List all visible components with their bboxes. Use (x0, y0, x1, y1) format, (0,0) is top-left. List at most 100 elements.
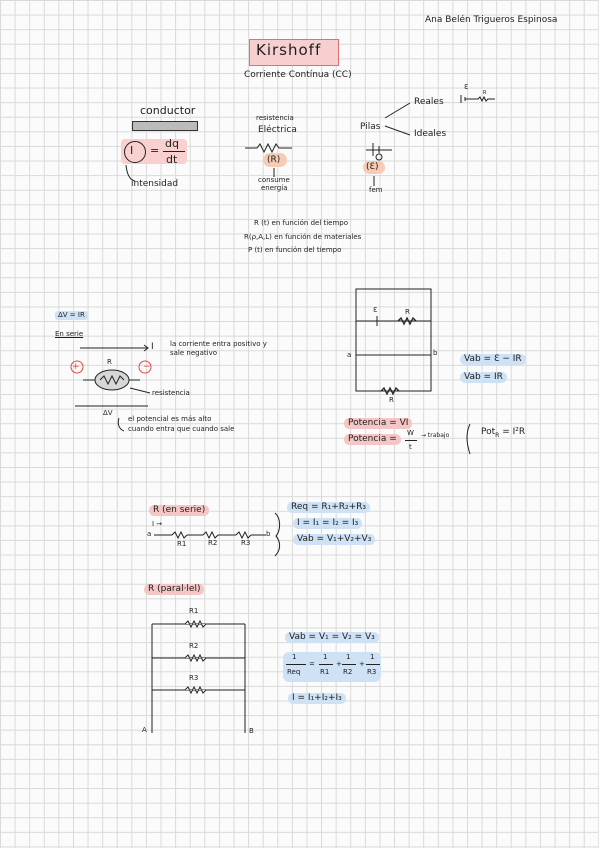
power-equation-2-lhs: Potencia = (344, 434, 401, 445)
intensity-arrow (126, 165, 135, 181)
consumes-label-1: consume (258, 176, 290, 184)
resistor-zigzag (100, 376, 124, 384)
parallel-t2-numerator: 1 (346, 653, 351, 661)
parallel-t1-numerator: 1 (323, 653, 328, 661)
series-r1-label: R1 (177, 540, 187, 548)
function-line-1: R (t) en función del tiempo (254, 219, 349, 227)
delta-v-label: ΔV (103, 409, 113, 417)
resistencia-label: resistencia (152, 389, 190, 397)
parallel-r3-zigzag (185, 687, 206, 693)
circuit-eps-label: Ɛ (373, 306, 378, 314)
ohm-law: ΔV = IR (55, 311, 88, 320)
series-equation-req: Req = R₁+R₂+R₃ (287, 502, 371, 513)
series-section-heading: R (en serie) (149, 505, 210, 516)
parallel-lhs-line (286, 664, 306, 665)
series-brace (275, 513, 280, 556)
power-fraction-line (405, 440, 417, 441)
battery-eps-label: Ɛ (464, 83, 469, 91)
parallel-lhs-numerator: 1 (292, 653, 297, 661)
parallel-t3-numerator: 1 (370, 653, 375, 661)
parallel-section-heading: R (paral·lel) (144, 584, 205, 595)
formula-equals: = (150, 144, 160, 157)
current-arrow-head (144, 345, 148, 351)
circuit-node-b: b (433, 349, 438, 357)
potential-note-1: el potencial es más alto (128, 415, 212, 423)
resistance-symbol: (R) (267, 155, 281, 165)
series-r2-label: R2 (208, 539, 218, 547)
real-batteries-label: Reales (414, 97, 444, 107)
parallel-t2-line (342, 664, 356, 665)
page-subtitle: Corriente Contínua (CC) (244, 70, 352, 80)
circuit-bottom-resistor (381, 388, 399, 394)
consumes-label-2: energía (261, 184, 288, 192)
current-note-2: sale negativo (170, 349, 218, 357)
plus-circle (71, 361, 83, 373)
parallel-r1-label: R1 (189, 607, 199, 615)
current-circle (124, 141, 146, 163)
battery-r-label: R (483, 90, 487, 96)
circuit-r-top-label: R (405, 308, 410, 316)
power-work-numerator: W (407, 429, 414, 437)
series-node-a: a (147, 530, 152, 538)
reales-arrow (385, 103, 410, 118)
work-note: → trabajo (421, 432, 450, 439)
series-heading: En serie (55, 330, 84, 338)
formula-denominator: dt (166, 153, 178, 166)
ideales-arrow (385, 126, 410, 135)
parallel-plus-1: + (336, 660, 342, 668)
series-r2 (203, 532, 218, 538)
circuit-frame (356, 289, 431, 391)
parallel-r1-zigzag (185, 621, 206, 627)
conductor-bar (132, 121, 198, 131)
resistance-zigzag (245, 144, 292, 152)
function-line-3: P (t) en función del tiempo (248, 246, 342, 254)
series-equation-voltage: Vab = V₁+V₂+V₃ (293, 534, 376, 545)
plus-sign: + (72, 362, 80, 372)
minus-sign: − (143, 362, 151, 372)
parallel-r2-label: R2 (189, 642, 199, 650)
potential-arrow (118, 418, 124, 431)
formula-lhs: I (130, 144, 134, 157)
series-current-label: I → (152, 520, 163, 528)
formula-numerator: dq (165, 137, 179, 150)
intensity-label: intensidad (131, 179, 179, 189)
minus-circle (139, 361, 151, 373)
battery-terminal (376, 154, 382, 160)
power-time-denominator: t (409, 443, 412, 451)
parallel-t2-denominator: R2 (343, 668, 353, 676)
parallel-r3-label: R3 (189, 674, 199, 682)
resistor-r-label: R (107, 358, 112, 366)
emf-symbol: (Ɛ) (366, 162, 379, 172)
resistor-power-label: PotR = I²R (481, 427, 526, 439)
parallel-equation-voltage: Vab = V₁ = V₂ = V₃ (285, 632, 379, 643)
parallel-lhs-denominator: Req (287, 668, 301, 676)
series-r3-label: R3 (241, 539, 251, 547)
conductor-label: conductor (140, 104, 196, 117)
emf-highlight (363, 161, 385, 174)
resistencia-arrow (130, 388, 150, 393)
parallel-equals: = (309, 660, 315, 668)
circuit-top-resistor (398, 318, 416, 324)
parallel-node-a: A (142, 726, 147, 734)
fraction-line (163, 151, 185, 152)
parallel-plus-2: + (359, 660, 365, 668)
parallel-fraction-highlight (283, 652, 381, 682)
resistor-body (95, 370, 129, 390)
parallel-t1-line (319, 664, 333, 665)
ideal-batteries-label: Ideales (414, 129, 447, 139)
vab-equation-1: Vab = Ɛ − IR (460, 354, 526, 365)
real-battery-zigzag (465, 97, 495, 101)
resistance-label-2: Eléctrica (258, 125, 297, 135)
parallel-r2-zigzag (185, 655, 206, 661)
parallel-node-b: B (249, 727, 254, 735)
circuit-node-a: a (347, 351, 352, 359)
parallel-equation-current: I = I₁+I₂+I₃ (288, 693, 346, 704)
parallel-t1-denominator: R1 (320, 668, 330, 676)
power-equation-1: Potencia = VI (344, 418, 413, 429)
title-box (249, 39, 339, 66)
series-r3 (236, 532, 251, 538)
page-title: Kirshoff (256, 41, 322, 59)
current-note-1: la corriente entra positivo y (170, 340, 267, 348)
series-r1 (172, 532, 187, 538)
